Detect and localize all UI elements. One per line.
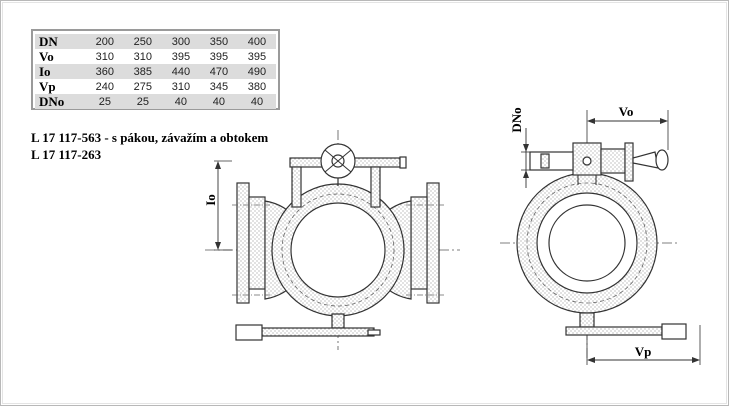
table-cell: 310 bbox=[95, 50, 114, 63]
lever-tip bbox=[367, 329, 381, 336]
dim-arrow bbox=[215, 242, 221, 250]
row-label: Vp bbox=[39, 78, 56, 94]
nozzle-collar bbox=[540, 153, 550, 169]
table-row-io: Io 360 385 440 470 490 bbox=[35, 64, 276, 79]
table-cell: 395 bbox=[247, 50, 267, 63]
table-cell: 395 bbox=[209, 50, 229, 63]
table-cell: 300 bbox=[171, 35, 191, 48]
table-cell: 360 bbox=[95, 65, 114, 78]
table-cell: 240 bbox=[95, 80, 114, 93]
table-cell: 385 bbox=[133, 65, 153, 78]
actuator-stem bbox=[632, 151, 659, 169]
io-dimension-label: Io bbox=[203, 194, 218, 206]
table-cell: 25 bbox=[98, 95, 111, 108]
caption-line-2: L 17 117-263 bbox=[31, 147, 102, 162]
dim-arrow bbox=[660, 118, 668, 124]
dimension-table: DN 200 250 300 350 400 Vo 310 310 395 39… bbox=[31, 29, 280, 110]
table-row-dno: DNo 25 25 40 40 40 bbox=[35, 94, 276, 109]
lever-shaft bbox=[331, 313, 345, 329]
table-cell: 400 bbox=[247, 35, 267, 48]
row-label: DN bbox=[39, 33, 58, 49]
table-cell: 395 bbox=[171, 50, 191, 63]
side-view bbox=[500, 110, 701, 365]
bypass-left-leg bbox=[291, 166, 302, 208]
caption-line-1: L 17 117-563 - s pákou, závažím a obtoke… bbox=[31, 130, 269, 145]
counterweight-side bbox=[661, 323, 687, 340]
dim-arrow bbox=[692, 357, 700, 363]
row-label: Io bbox=[39, 63, 51, 79]
table-cell: 350 bbox=[209, 35, 229, 48]
valve-bore-inner bbox=[290, 202, 386, 298]
table-cell: 200 bbox=[95, 35, 114, 48]
front-view bbox=[205, 130, 460, 350]
table-cell: 275 bbox=[133, 80, 153, 93]
counterweight bbox=[235, 324, 263, 341]
dim-arrow bbox=[523, 170, 529, 178]
side-handwheel bbox=[655, 149, 669, 171]
table-cell: 345 bbox=[209, 80, 229, 93]
table-row-dn: DN 200 250 300 350 400 bbox=[35, 34, 276, 49]
row-label: Vo bbox=[39, 48, 54, 64]
table-cell: 40 bbox=[250, 95, 264, 108]
right-flange-neck bbox=[410, 196, 428, 290]
table-cell: 40 bbox=[174, 95, 188, 108]
bolt-circle bbox=[526, 182, 648, 304]
dim-arrow bbox=[587, 357, 595, 363]
handwheel-spoke bbox=[324, 149, 352, 173]
table-cell: 380 bbox=[247, 80, 267, 93]
valve-seat-hidden bbox=[281, 193, 395, 307]
bypass-right-leg bbox=[370, 166, 381, 208]
table-cell: 490 bbox=[247, 65, 267, 78]
actuator-pin bbox=[582, 156, 592, 166]
bypass-nozzle bbox=[529, 151, 574, 171]
vo-dimension-label: Vo bbox=[619, 104, 634, 119]
table-cell: 470 bbox=[209, 65, 229, 78]
table-row-vo: Vo 310 310 395 395 395 bbox=[35, 49, 276, 64]
right-flange bbox=[426, 182, 440, 304]
table-cell: 310 bbox=[171, 80, 191, 93]
dim-arrow bbox=[523, 144, 529, 152]
table-cell: 250 bbox=[133, 35, 153, 48]
lever-shaft-side bbox=[579, 312, 595, 328]
left-flange-neck bbox=[248, 196, 266, 290]
table-row-vp: Vp 240 275 310 345 380 bbox=[35, 79, 276, 94]
dno-dimension-label: DNo bbox=[509, 107, 524, 132]
bypass-cap bbox=[399, 156, 407, 169]
vp-dimension-label: Vp bbox=[635, 344, 652, 359]
gearbox bbox=[600, 148, 626, 174]
left-flange bbox=[236, 182, 250, 304]
dim-arrow bbox=[587, 118, 595, 124]
dim-arrow bbox=[215, 161, 221, 169]
table-cell: 25 bbox=[136, 95, 149, 108]
bore-inner bbox=[548, 204, 626, 282]
table-cell: 40 bbox=[212, 95, 226, 108]
table-cell: 310 bbox=[133, 50, 153, 63]
row-label: DNo bbox=[39, 93, 65, 109]
lever-arm bbox=[261, 327, 375, 337]
lever-arm-side bbox=[565, 326, 663, 336]
gear-flange bbox=[624, 142, 634, 182]
table-cell: 440 bbox=[171, 65, 191, 78]
